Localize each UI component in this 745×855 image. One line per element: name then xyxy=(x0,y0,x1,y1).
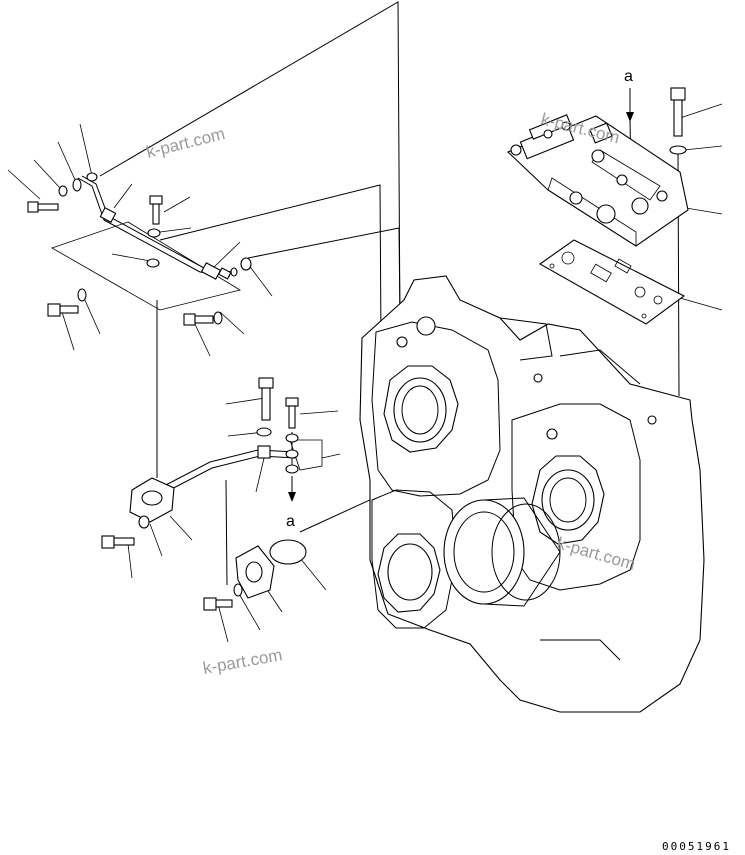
control-valve xyxy=(507,114,689,247)
gasket xyxy=(538,239,686,325)
reference-number: 00051961 xyxy=(662,840,731,853)
callout-bottom: a xyxy=(286,476,296,530)
bolt-icon xyxy=(27,201,59,213)
plug-icon xyxy=(269,539,307,565)
bolt-icon xyxy=(203,597,233,611)
transmission-case xyxy=(359,275,705,713)
washer-icon xyxy=(669,145,687,155)
svg-text:k-part.com: k-part.com xyxy=(144,124,227,162)
watermark-text: k-part.com xyxy=(201,645,283,678)
bolt-icon xyxy=(670,87,686,137)
svg-text:a: a xyxy=(624,68,633,85)
bolt-icon xyxy=(101,535,135,549)
bolt-icon xyxy=(183,313,214,326)
bolt-icon xyxy=(47,303,79,317)
svg-text:a: a xyxy=(286,513,295,530)
lower-pipe-assembly xyxy=(101,377,323,611)
bolt-icon xyxy=(149,195,163,225)
leader-lines xyxy=(7,103,723,643)
upper-pipe-assembly xyxy=(27,172,252,326)
bolt-icon xyxy=(285,397,299,429)
callout-top: a xyxy=(624,68,634,122)
bolt-icon xyxy=(258,377,274,421)
